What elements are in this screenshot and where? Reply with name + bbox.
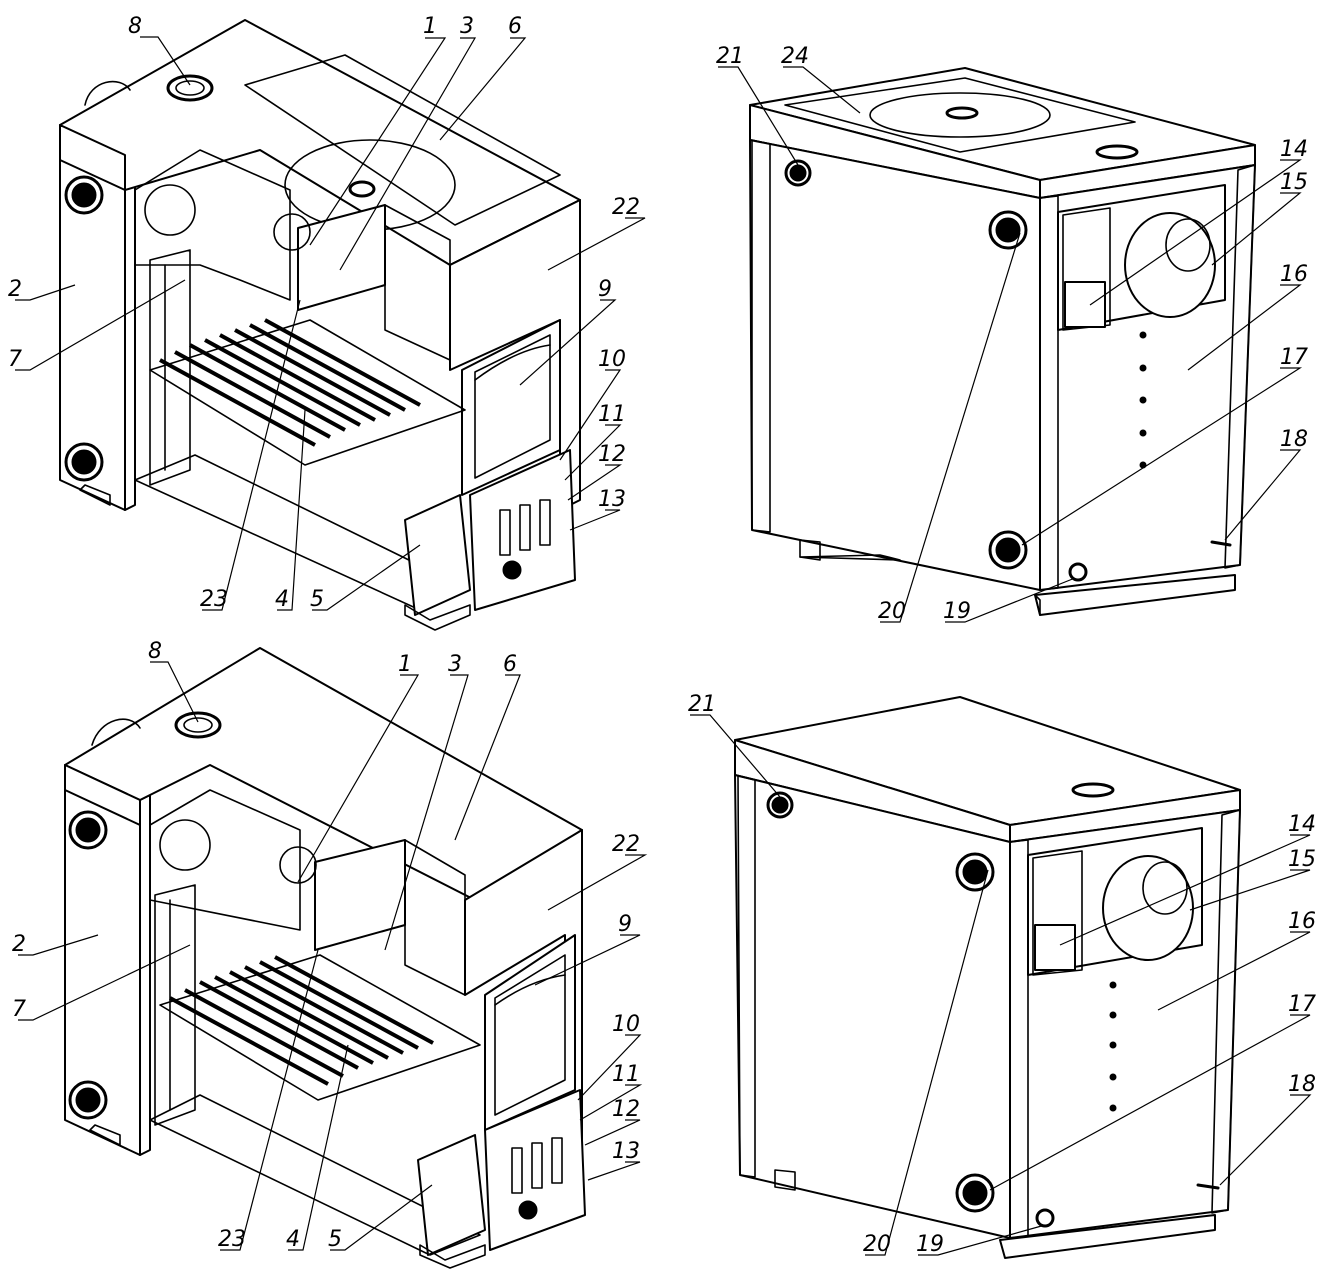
grate-fins-bl [169, 955, 434, 1086]
callout-5: 5 [310, 587, 324, 612]
callout-10: 10 [612, 1012, 640, 1037]
callout-6: 6 [508, 14, 522, 39]
callout-15: 15 [1288, 847, 1316, 872]
callout-2: 2 [12, 932, 26, 957]
callout-7: 7 [12, 997, 26, 1022]
callout-leaders [15, 36, 1312, 1256]
callout-12: 12 [612, 1097, 640, 1122]
callout-3: 3 [460, 14, 474, 39]
callout-18: 18 [1288, 1072, 1316, 1097]
callout-14: 14 [1288, 812, 1316, 837]
view-bottom-left-cutaway [64, 647, 586, 1269]
callout-11: 11 [612, 1062, 640, 1087]
callout-23: 23 [200, 587, 228, 612]
callout-4: 4 [275, 587, 289, 612]
callout-15: 15 [1280, 170, 1308, 195]
callout-20: 20 [878, 599, 906, 624]
callout-19: 19 [943, 599, 971, 624]
callout-14: 14 [1280, 137, 1308, 162]
callout-12: 12 [598, 442, 626, 467]
callout-16: 16 [1288, 909, 1316, 934]
labels-top-left: 8 1 3 6 22 9 2 7 10 11 12 13 23 4 5 [8, 14, 640, 612]
labels-bottom-left: 8 1 3 6 22 9 2 7 10 11 12 13 23 4 5 [12, 639, 640, 1252]
callout-17: 17 [1280, 345, 1308, 370]
callout-2: 2 [8, 277, 22, 302]
callout-20: 20 [863, 1232, 891, 1257]
callout-1: 1 [398, 652, 412, 677]
callout-19: 19 [916, 1232, 944, 1257]
callout-3: 3 [448, 652, 462, 677]
callout-5: 5 [328, 1227, 342, 1252]
callout-8: 8 [148, 639, 162, 664]
callout-21: 21 [716, 44, 744, 69]
callout-9: 9 [618, 912, 632, 937]
view-top-left-cutaway [59, 19, 581, 631]
callout-1: 1 [423, 14, 437, 39]
grate-fins-tl [159, 318, 421, 447]
callout-8: 8 [128, 14, 142, 39]
callout-13: 13 [598, 487, 626, 512]
callout-7: 7 [8, 347, 22, 372]
view-bottom-right-exterior [734, 696, 1241, 1259]
callout-21: 21 [688, 692, 716, 717]
labels-top-right: 21 24 14 15 16 17 18 20 19 [716, 44, 1308, 624]
callout-24: 24 [781, 44, 809, 69]
callout-22: 22 [612, 832, 640, 857]
callout-23: 23 [218, 1227, 246, 1252]
callout-22: 22 [612, 195, 640, 220]
callout-13: 13 [612, 1139, 640, 1164]
view-top-right-exterior [749, 67, 1256, 616]
labels-bottom-right: 21 14 15 16 17 18 20 19 [688, 692, 1316, 1257]
callout-4: 4 [286, 1227, 300, 1252]
callout-9: 9 [598, 277, 612, 302]
callout-18: 18 [1280, 427, 1308, 452]
callout-17: 17 [1288, 992, 1316, 1017]
callout-11: 11 [598, 402, 626, 427]
callout-6: 6 [503, 652, 517, 677]
callout-10: 10 [598, 347, 626, 372]
callout-16: 16 [1280, 262, 1308, 287]
